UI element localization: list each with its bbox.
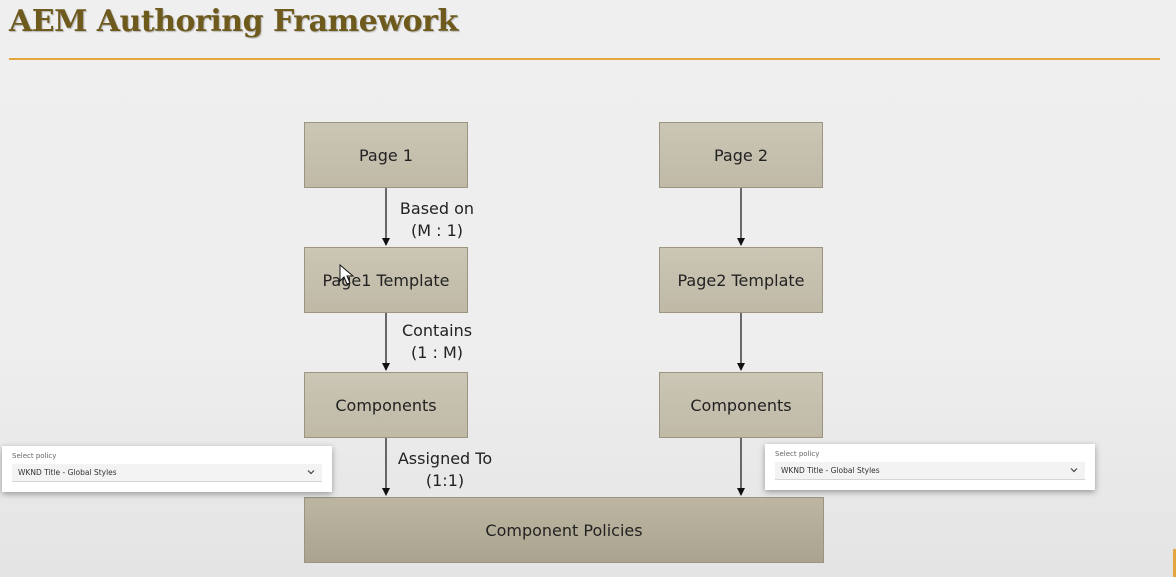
page-title: AEM Authoring Framework [9, 4, 458, 39]
policy-panel-left: Select policy WKND Title - Global Styles [2, 446, 332, 492]
edge-label-based-on-text: Based on [399, 199, 475, 218]
edge-label-contains-text: Contains [401, 321, 473, 340]
components-right-node: Components [659, 372, 823, 438]
policy-select-label: Select policy [775, 450, 820, 458]
edge-label-assigned-to-text: Assigned To [397, 449, 493, 468]
edge-label-based-on-cardinality: (M : 1) [410, 221, 464, 240]
chevron-down-icon [307, 470, 315, 475]
mouse-cursor-icon [339, 264, 355, 285]
title-divider [9, 58, 1160, 60]
policy-select-value: WKND Title - Global Styles [781, 466, 880, 475]
edge-label-assigned-to: Assigned To (1:1) [393, 448, 497, 492]
page2-template-node: Page2 Template [659, 247, 823, 313]
edge-label-based-on: Based on (M : 1) [397, 198, 477, 242]
edge-label-contains-cardinality: (1 : M) [410, 343, 464, 362]
slide-edge-accent [1173, 549, 1176, 577]
policy-panel-right: Select policy WKND Title - Global Styles [765, 444, 1095, 490]
page2-node: Page 2 [659, 122, 823, 188]
policy-select-dropdown[interactable]: WKND Title - Global Styles [775, 462, 1085, 480]
chevron-down-icon [1070, 468, 1078, 473]
policy-select-label: Select policy [12, 452, 57, 460]
page1-template-node: Page1 Template [304, 247, 468, 313]
components-left-node: Components [304, 372, 468, 438]
policy-select-value: WKND Title - Global Styles [18, 468, 117, 477]
edge-label-assigned-to-cardinality: (1:1) [425, 471, 465, 490]
page1-node: Page 1 [304, 122, 468, 188]
policy-select-dropdown[interactable]: WKND Title - Global Styles [12, 464, 322, 482]
edge-label-contains: Contains (1 : M) [398, 320, 476, 364]
component-policies-node: Component Policies [304, 497, 824, 563]
